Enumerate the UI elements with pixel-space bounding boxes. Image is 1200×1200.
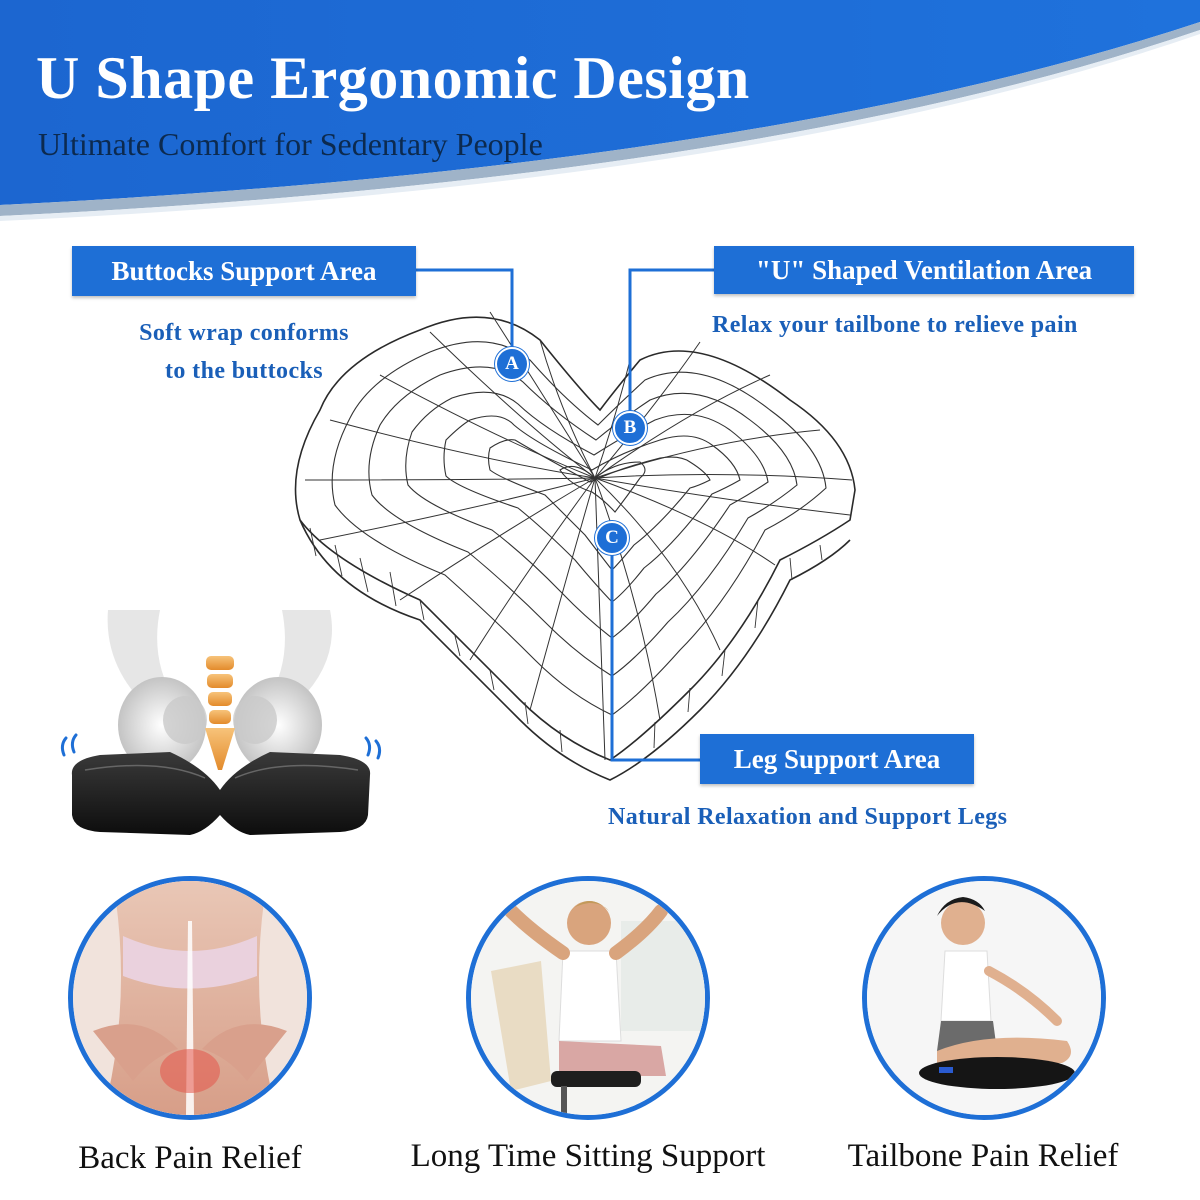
callout-ventilation-label: "U" Shaped Ventilation Area [714,246,1134,294]
marker-c: C [595,521,629,555]
back-pain-photo-icon [73,881,307,1115]
feature-photo-long-sitting [466,876,710,1120]
feature-photo-tailbone [862,876,1106,1120]
meditation-photo-icon [867,881,1101,1115]
page-subtitle: Ultimate Comfort for Sedentary People [38,126,543,162]
page-title: U Shape Ergonomic Design [36,45,750,111]
callout-leg-support-label: Leg Support Area [700,734,974,784]
marker-a: A [495,347,529,381]
feature-label-long-sitting: Long Time Sitting Support [410,1138,766,1174]
callout-buttocks-support-label: Buttocks Support Area [72,246,416,296]
marker-b: B [613,411,647,445]
feature-label-tailbone: Tailbone Pain Relief [847,1138,1119,1174]
callout-leg-support-description: Natural Relaxation and Support Legs [608,804,1008,830]
header-banner [0,0,1200,221]
office-sitting-photo-icon [471,881,705,1115]
feature-label-back-pain: Back Pain Relief [78,1140,302,1176]
feature-photo-back-pain [68,876,312,1120]
callout-buttocks-support-description: Soft wrap conforms to the buttocks [139,320,349,384]
callout-ventilation-description: Relax your tailbone to relieve pain [712,312,1078,338]
